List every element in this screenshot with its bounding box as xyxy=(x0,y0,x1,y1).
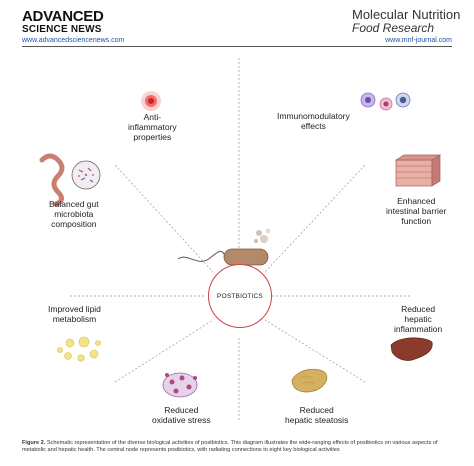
fatty-liver-icon xyxy=(291,368,328,393)
journal-logo: Molecular Nutrition Food Research xyxy=(352,8,464,34)
header: ADVANCED SCIENCE NEWS Molecular Nutritio… xyxy=(0,0,474,50)
hepatic-steatosis-label: Reduced hepatic steatosis xyxy=(285,405,348,425)
figure-caption: Figure 2. Schematic representation of th… xyxy=(22,440,452,455)
lipid-metabolism-label: Improved lipid metabolism xyxy=(48,304,101,324)
postbiotics-node: POSTBIOTICS xyxy=(208,264,272,328)
node-label-text: Reduced oxidative stress xyxy=(152,405,211,425)
liver-icon xyxy=(390,337,433,361)
inflammation-dot-icon xyxy=(141,91,161,111)
journal-name-line2: Food Research xyxy=(352,21,435,35)
postbiotics-label: POSTBIOTICS xyxy=(217,292,263,300)
header-divider xyxy=(22,46,452,47)
figure-number: Figure 2. xyxy=(22,440,46,446)
node-label-text: Anti- inflammatory properties xyxy=(128,112,177,142)
caption-text: Schematic representation of the diverse … xyxy=(22,440,438,454)
node-label-text: Enhanced intestinal barrier function xyxy=(386,196,447,226)
node-label-text: Balanced gut microbiota composition xyxy=(49,199,99,229)
publisher-url[interactable]: www.advancedsciencenews.com xyxy=(22,37,125,44)
node-label-text: Immunomodulatory effects xyxy=(277,111,350,131)
lipid-droplets-icon xyxy=(57,336,101,362)
publisher-name-line2: SCIENCE NEWS xyxy=(22,24,102,35)
intestinal-barrier-label: Enhanced intestinal barrier function xyxy=(386,196,446,226)
connector-line xyxy=(114,164,214,273)
intestinal-tissue-icon xyxy=(394,154,442,187)
gut-microbiota-label: Balanced gut microbiota composition xyxy=(49,199,99,229)
immune-cells-icon xyxy=(360,92,411,111)
oxidative-stress-label: Reduced oxidative stress xyxy=(152,405,211,425)
anti-inflammatory-label: Anti- inflammatory properties xyxy=(128,112,177,142)
node-label-text: Reduced hepatic inflammation xyxy=(394,304,443,334)
journal-name-line1: Molecular Nutrition xyxy=(352,7,461,22)
gut-microbiota-icon xyxy=(39,153,101,207)
connector-line xyxy=(264,164,366,273)
immunomodulatory-label: Immunomodulatory effects xyxy=(277,111,350,131)
bacterium-icon xyxy=(177,228,271,266)
publisher-name-line1: ADVANCED xyxy=(22,8,104,25)
oxidative-stress-icon xyxy=(162,372,198,398)
publisher-logo: ADVANCED SCIENCE NEWS xyxy=(22,9,104,35)
hepatic-inflammation-label: Reduced hepatic inflammation xyxy=(394,304,442,334)
connector-lines xyxy=(70,58,410,420)
node-label-text: Improved lipid metabolism xyxy=(48,304,101,324)
connector-line xyxy=(114,319,214,383)
node-label-text: Reduced hepatic steatosis xyxy=(285,405,349,425)
journal-url[interactable]: www.mnf-journal.com xyxy=(385,37,452,44)
